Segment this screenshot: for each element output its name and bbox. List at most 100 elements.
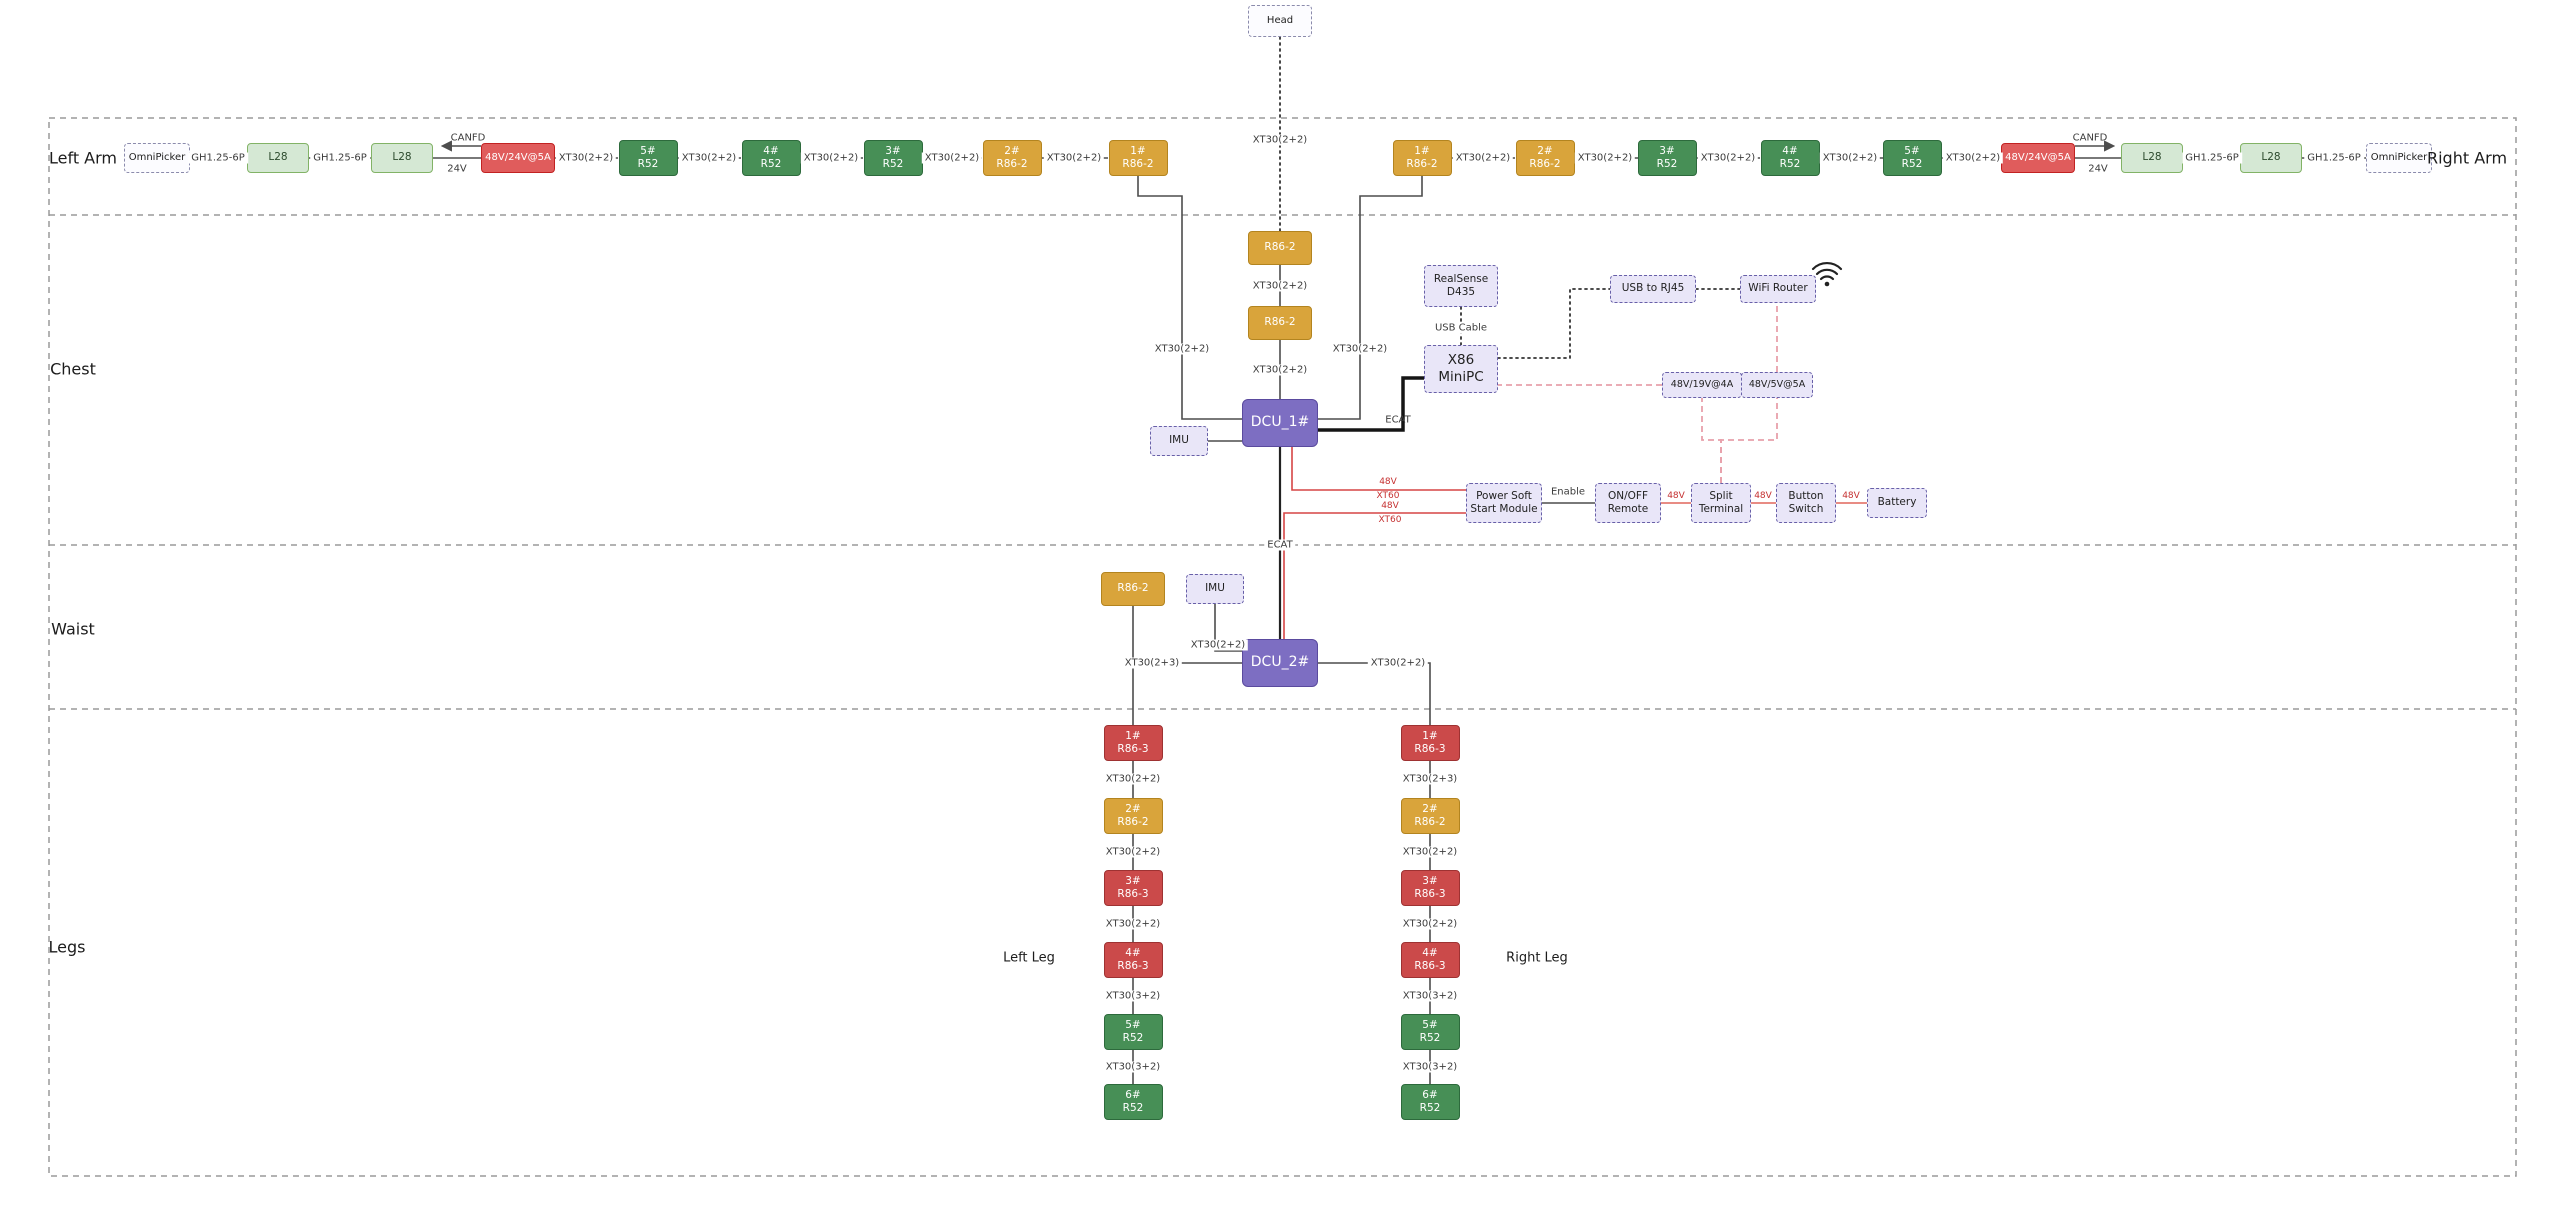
node-right-arm-joint4-label: 4#: [1782, 144, 1798, 157]
node-right-arm-joint1-label: R86-2: [1406, 158, 1438, 170]
node-realsense-label: D435: [1446, 286, 1476, 298]
node-onoff-remote-label: Remote: [1607, 503, 1649, 515]
label-left-leg: Left Leg: [1003, 950, 1055, 966]
node-right-leg-joint2-label: R86-2: [1414, 816, 1446, 828]
wire-split-5v: [1720, 398, 1778, 483]
node-right-arm-joint4: 4#R52: [1760, 140, 1820, 176]
label-xt60-lower: XT60: [1378, 515, 1402, 525]
label-xt-ll-2: XT30(2+2): [1102, 846, 1164, 858]
node-power-soft-start-label: Power Soft: [1476, 489, 1532, 502]
node-dcdc-19v: 48V/19V@4A: [1662, 372, 1742, 398]
node-right-leg-joint1: 1#R86-3: [1400, 725, 1460, 761]
node-head: Head: [1248, 5, 1312, 37]
node-right-leg-joint5-label: 5#: [1422, 1018, 1438, 1031]
node-dcu-1: DCU_1#: [1242, 399, 1318, 447]
node-left-arm-joint4-label: R52: [760, 158, 782, 170]
node-left-arm-joint3-label: 3#: [885, 144, 901, 157]
label-xt-neck-2: XT30(2+2): [1249, 364, 1311, 376]
wifi-icon: [1811, 262, 1843, 287]
node-right-leg-joint3-label: 3#: [1422, 874, 1438, 887]
node-left-leg-joint6-label: R52: [1122, 1102, 1144, 1114]
label-xt-ra-2: XT30(2+2): [1574, 152, 1636, 164]
node-usb-to-rj45: USB to RJ45: [1610, 275, 1696, 303]
wire-waist-imu-dcu2: [1214, 604, 1242, 652]
node-left-leg-joint1-label: R86-3: [1117, 743, 1149, 755]
node-left-leg-joint2-label: 2#: [1125, 802, 1141, 815]
label-xt-waist-imu: XT30(2+2): [1187, 639, 1249, 651]
label-ecat-top: ECAT: [1385, 414, 1411, 426]
label-section-left-arm: Left Arm: [48, 148, 118, 168]
wire-dcu2-rightleg: [1318, 662, 1431, 725]
node-right-leg-joint6: 6#R52: [1400, 1084, 1460, 1120]
label-enable: Enable: [1550, 486, 1586, 498]
node-dcdc-5v: 48V/5V@5A: [1741, 372, 1813, 398]
node-right-l28-outer-label: L28: [2261, 151, 2281, 164]
node-left-omnipicker-label: OmniPicker: [128, 151, 186, 163]
node-button-switch-label: Switch: [1788, 503, 1824, 515]
label-xt-ra-4: XT30(2+2): [1819, 152, 1881, 164]
node-left-arm-joint5: 5#R52: [618, 140, 678, 176]
node-left-arm-joint3: 3#R52: [863, 140, 923, 176]
label-48v-upper: 48V: [1379, 477, 1397, 487]
node-right-leg-joint4: 4#R86-3: [1400, 942, 1460, 978]
label-section-legs: Legs: [48, 937, 86, 957]
node-left-leg-joint5-label: R52: [1122, 1032, 1144, 1044]
label-xt60-upper: XT60: [1376, 491, 1400, 501]
node-left-l28-outer-label: L28: [268, 151, 288, 164]
node-left-leg-joint5-label: 5#: [1125, 1018, 1141, 1031]
node-right-arm-joint2-label: 2#: [1537, 144, 1553, 157]
wire-leftarm-dcu1: [1137, 176, 1242, 420]
node-right-l28-inner: L28: [2121, 143, 2183, 173]
node-right-leg-joint5: 5#R52: [1400, 1014, 1460, 1050]
node-right-arm-joint2-label: R86-2: [1529, 158, 1561, 170]
node-right-arm-joint3-label: R52: [1656, 158, 1678, 170]
node-left-arm-joint3-label: R52: [882, 158, 904, 170]
label-xt-rl-5: XT30(3+2): [1399, 1061, 1461, 1073]
node-right-arm-joint1-label: 1#: [1414, 144, 1430, 157]
node-battery: Battery: [1867, 488, 1927, 518]
node-left-arm-joint1-label: 1#: [1130, 144, 1146, 157]
node-right-leg-joint3: 3#R86-3: [1400, 870, 1460, 906]
label-gh-right-2: GH1.25-6P: [2304, 152, 2364, 164]
node-split-terminal-label: Split: [1709, 489, 1733, 502]
label-xt-leftarm-drop: XT30(2+2): [1151, 343, 1213, 355]
label-xt-rl-4: XT30(3+2): [1399, 990, 1461, 1002]
label-xt-ra-5: XT30(2+2): [1942, 152, 2004, 164]
node-left-dcdc-24v: 48V/24V@5A: [481, 143, 555, 173]
node-onoff-remote-label: ON/OFF: [1607, 489, 1648, 502]
node-left-leg-joint2: 2#R86-2: [1103, 798, 1163, 834]
node-left-dcdc-24v-label: 48V/24V@5A: [485, 151, 551, 163]
node-neck-r86-bottom: R86-2: [1248, 306, 1312, 340]
body-sections-frame: [48, 117, 2517, 1177]
node-head-label: Head: [1266, 14, 1294, 26]
label-gh-left-2: GH1.25-6P: [310, 152, 370, 164]
label-xt-ll-1: XT30(2+2): [1102, 773, 1164, 785]
label-48v-b: 48V: [1754, 491, 1772, 501]
node-right-dcdc-24v-label: 48V/24V@5A: [2005, 151, 2071, 163]
node-waist-r86: R86-2: [1101, 572, 1165, 606]
label-xt-rl-3: XT30(2+2): [1399, 918, 1461, 930]
node-left-l28-inner: L28: [371, 143, 433, 173]
node-left-arm-joint2: 2#R86-2: [982, 140, 1042, 176]
node-right-l28-outer: L28: [2240, 143, 2302, 173]
node-left-arm-joint1-label: R86-2: [1122, 158, 1154, 170]
node-right-arm-joint5-label: R52: [1901, 158, 1923, 170]
node-right-leg-joint4-label: R86-3: [1414, 960, 1446, 972]
label-gh-left-1: GH1.25-6P: [188, 152, 248, 164]
node-right-leg-joint2: 2#R86-2: [1400, 798, 1460, 834]
node-waist-imu-label: IMU: [1205, 582, 1225, 595]
label-xt-la-5: XT30(2+2): [1043, 152, 1105, 164]
node-dcu-2-label: DCU_2#: [1250, 654, 1310, 671]
wire-softstart-dcu1-48v: [1291, 447, 1466, 491]
node-right-arm-joint3-label: 3#: [1659, 144, 1675, 157]
node-neck-r86-bottom-label: R86-2: [1264, 316, 1296, 329]
wire-dcu2-leftleg: [1132, 662, 1242, 725]
label-24v-left: 24V: [447, 163, 467, 175]
node-left-leg-joint6: 6#R52: [1103, 1084, 1163, 1120]
node-right-leg-joint1-label: R86-3: [1414, 743, 1446, 755]
label-head-conn: XT30(2+2): [1249, 134, 1311, 146]
node-left-arm-joint4: 4#R52: [741, 140, 801, 176]
